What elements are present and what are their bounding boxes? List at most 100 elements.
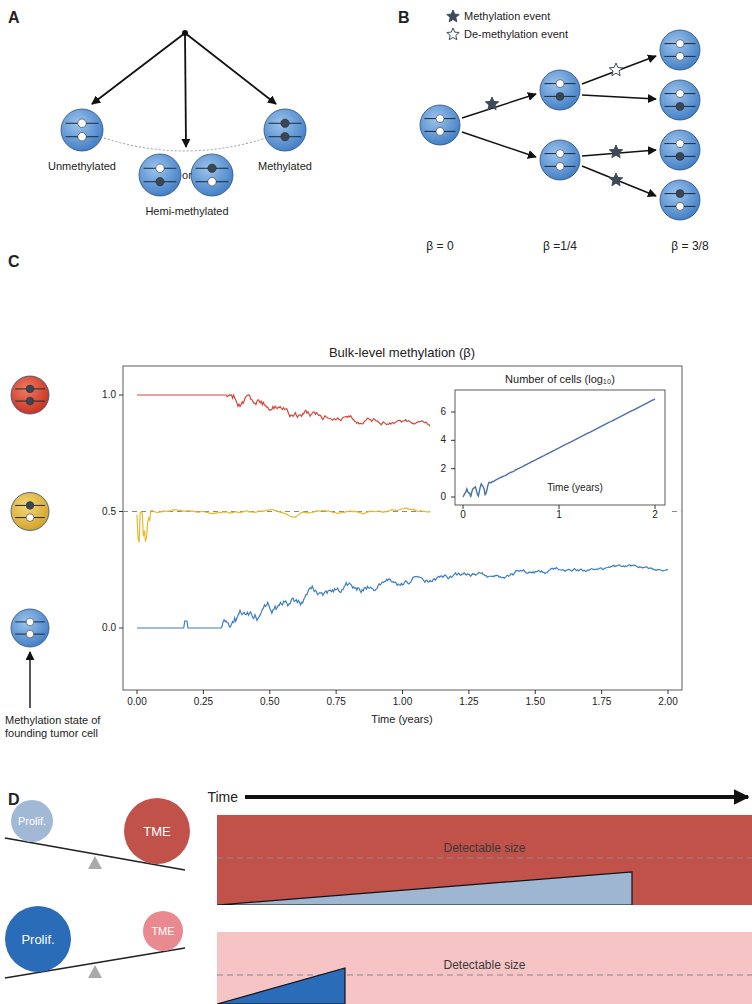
arrow [582,56,656,84]
cell-body [61,109,103,151]
threshold-line [217,858,752,859]
series-line [137,565,668,628]
axis-label: 0.50 [260,696,279,708]
threshold-label: Detectable size [443,841,525,855]
growth-line [463,399,655,497]
axis-label: 1.00 [393,696,412,708]
drawn-shape [92,30,276,151]
cell-body [420,105,460,145]
axis-label: 2 [652,509,658,521]
dotted-arc [104,138,266,151]
cpg-site [78,133,86,141]
cell-state: Methylated [245,106,325,172]
axis-label: 1.50 [526,696,545,708]
tick [601,690,602,694]
axis-label: 0 [438,491,448,503]
arrow [92,33,185,104]
methylation-star [609,145,622,158]
annotation: Methylation state of founding tumor cell [5,714,125,740]
threshold-line [217,975,752,976]
panel-letter: C [8,252,20,271]
arrow [245,795,748,799]
legend-item: De-methylation event [446,27,568,41]
cpg-site [436,127,444,135]
cell-label: Methylated [245,160,325,172]
arrow [462,132,536,157]
tick [463,505,464,509]
axis-label: 4 [438,434,448,446]
cpg-site [436,115,444,123]
axis-label: 1 [556,509,562,521]
axis-label: 0.75 [326,696,345,708]
band-art [217,815,752,905]
axis-label: β = 3/8 [671,239,708,253]
axis-label: β =1/4 [543,239,577,253]
cpg-site [156,178,164,186]
cpg-site [26,618,34,626]
methylation-star [447,10,459,22]
cell-icon [42,106,122,154]
cpg-site [281,119,289,127]
axis-label: β = 0 [426,239,453,253]
methylation-star [609,173,622,186]
arrow [582,166,656,196]
cell-body [660,130,700,170]
circle-label: TME [151,925,174,937]
cpg-site [556,162,564,170]
legend-swatch [446,27,460,41]
weight-circle: Prolif. [5,906,71,972]
tick [535,690,536,694]
cell-state: Unmethylated [42,106,122,172]
cell-body [11,609,49,647]
tick [451,440,455,441]
arrow [582,95,656,99]
cpg-site [26,397,34,405]
tick [119,395,123,396]
legend-text: Methylation event [464,10,550,22]
tick [451,468,455,469]
arrow [462,94,536,118]
growth-band: Detectable size [217,932,752,1004]
cell-body [11,493,49,531]
arrow [185,33,276,104]
cpg-site [676,90,684,98]
cell-body [660,180,700,220]
cell-body [540,70,580,110]
cpg-site [208,164,216,172]
cpg-site [556,92,564,100]
tick [655,505,656,509]
panel-letter: A [8,8,20,27]
panel-letter: B [398,8,410,27]
tick [468,690,469,694]
cpg-site [78,119,86,127]
arrow [29,652,30,708]
legend-text: De-methylation event [464,28,568,40]
seesaw-pivot [88,856,102,869]
inset-frame [455,390,665,505]
tick [336,690,337,694]
cpg-site [676,140,684,148]
cell-body [191,154,233,196]
cpg-site [676,190,684,198]
axis-label: Time (years) [371,713,432,726]
cell-state: orHemi-methylated [127,151,247,217]
cpg-site [556,80,564,88]
tick [559,505,560,509]
tick [137,690,138,694]
drawn-shape [11,366,682,708]
legend-swatch [446,9,460,23]
axis-label: 0.00 [127,696,146,708]
axis-label: Bulk-level methylation (β) [329,345,475,361]
cpg-site [26,502,34,510]
cell-label: Unmethylated [42,160,122,172]
drawn-shape [420,30,700,220]
tick [402,690,403,694]
tick [668,690,669,694]
cpg-site [676,152,684,160]
cpg-site [556,150,564,158]
tick [119,511,123,512]
axis-label: 0.25 [194,696,213,708]
cell-body [660,80,700,120]
weight-circle: TME [143,911,183,951]
